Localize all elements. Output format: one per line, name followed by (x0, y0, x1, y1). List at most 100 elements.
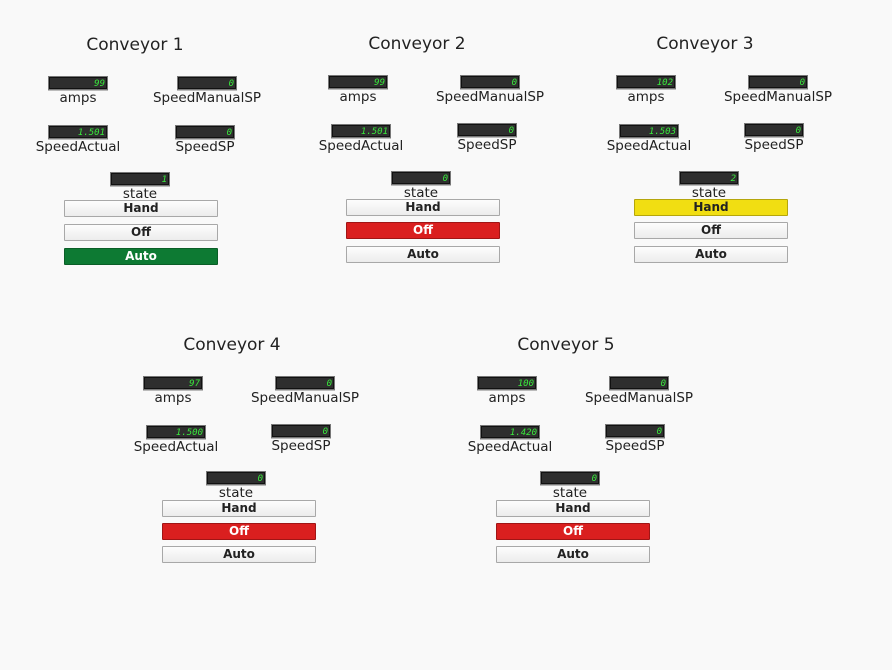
speed-actual-label: SpeedActual (318, 138, 404, 154)
amps-label: amps (59, 90, 97, 106)
auto-button[interactable]: Auto (64, 248, 218, 265)
speed-sp-display: 0 (605, 424, 665, 438)
conveyor-title: Conveyor 4 (183, 335, 281, 355)
state-display: 0 (540, 471, 600, 485)
speed-actual-meter: 1.501 SpeedActual (306, 119, 416, 154)
state-meter: 1 state (85, 167, 195, 202)
speed-actual-display: 1.500 (146, 425, 206, 439)
speed-sp-meter: 0 SpeedSP (432, 118, 542, 153)
state-meter: 0 state (515, 466, 625, 501)
speed-manual-sp-meter[interactable]: 0 SpeedManualSP (723, 70, 833, 105)
amps-label: amps (488, 390, 526, 406)
off-button[interactable]: Off (64, 224, 218, 241)
state-label: state (552, 485, 588, 501)
speed-manual-sp-display[interactable]: 0 (275, 376, 335, 390)
state-display: 0 (391, 171, 451, 185)
conveyor-panel-2: Conveyor 2 99 amps 0 SpeedManualSP 1.501… (287, 33, 547, 273)
amps-display: 99 (328, 75, 388, 89)
amps-label: amps (154, 390, 192, 406)
conveyor-panel-1: Conveyor 1 99 amps 0 SpeedManualSP 1.501… (5, 34, 265, 274)
amps-display: 99 (48, 76, 108, 90)
conveyor-panel-3: Conveyor 3 102 amps 0 SpeedManualSP 1.50… (575, 33, 835, 273)
amps-display: 100 (477, 376, 537, 390)
speed-actual-display: 1.420 (480, 425, 540, 439)
speed-manual-sp-display[interactable]: 0 (609, 376, 669, 390)
speed-manual-sp-meter[interactable]: 0 SpeedManualSP (435, 70, 545, 105)
speed-sp-display: 0 (271, 424, 331, 438)
speed-manual-sp-meter[interactable]: 0 SpeedManualSP (584, 371, 694, 406)
speed-manual-sp-label: SpeedManualSP (723, 89, 833, 105)
hand-button[interactable]: Hand (162, 500, 316, 517)
speed-manual-sp-label: SpeedManualSP (250, 390, 360, 406)
speed-sp-label: SpeedSP (744, 137, 804, 153)
off-button[interactable]: Off (346, 222, 500, 239)
speed-manual-sp-label: SpeedManualSP (435, 89, 545, 105)
speed-actual-label: SpeedActual (133, 439, 219, 455)
speed-manual-sp-label: SpeedManualSP (152, 90, 262, 106)
amps-display: 102 (616, 75, 676, 89)
speed-manual-sp-meter[interactable]: 0 SpeedManualSP (250, 371, 360, 406)
conveyor-title: Conveyor 2 (368, 34, 466, 54)
off-button[interactable]: Off (162, 523, 316, 540)
speed-actual-meter: 1.420 SpeedActual (455, 420, 565, 455)
amps-label: amps (339, 89, 377, 105)
state-meter: 0 state (366, 166, 476, 201)
speed-actual-label: SpeedActual (606, 138, 692, 154)
speed-sp-display: 0 (457, 123, 517, 137)
speed-actual-label: SpeedActual (467, 439, 553, 455)
speed-sp-label: SpeedSP (175, 139, 235, 155)
speed-manual-sp-display[interactable]: 0 (460, 75, 520, 89)
speed-manual-sp-display[interactable]: 0 (748, 75, 808, 89)
auto-button[interactable]: Auto (346, 246, 500, 263)
speed-actual-display: 1.501 (331, 124, 391, 138)
state-label: state (218, 485, 254, 501)
auto-button[interactable]: Auto (496, 546, 650, 563)
speed-sp-label: SpeedSP (457, 137, 517, 153)
state-meter: 2 state (654, 166, 764, 201)
state-display: 0 (206, 471, 266, 485)
state-label: state (403, 185, 439, 201)
conveyor-panel-5: Conveyor 5 100 amps 0 SpeedManualSP 1.42… (436, 334, 696, 574)
amps-meter: 99 amps (303, 70, 413, 105)
amps-label: amps (627, 89, 665, 105)
hand-button[interactable]: Hand (496, 500, 650, 517)
speed-actual-display: 1.503 (619, 124, 679, 138)
conveyor-title: Conveyor 5 (517, 335, 615, 355)
speed-sp-meter: 0 SpeedSP (580, 419, 690, 454)
speed-sp-display: 0 (175, 125, 235, 139)
conveyor-title: Conveyor 1 (86, 35, 184, 55)
off-button[interactable]: Off (634, 222, 788, 239)
hand-button[interactable]: Hand (346, 199, 500, 216)
conveyor-title: Conveyor 3 (656, 34, 754, 54)
auto-button[interactable]: Auto (162, 546, 316, 563)
amps-meter: 99 amps (23, 71, 133, 106)
speed-sp-label: SpeedSP (605, 438, 665, 454)
speed-manual-sp-display[interactable]: 0 (177, 76, 237, 90)
speed-sp-display: 0 (744, 123, 804, 137)
speed-sp-meter: 0 SpeedSP (246, 419, 356, 454)
state-meter: 0 state (181, 466, 291, 501)
amps-meter: 102 amps (591, 70, 701, 105)
state-label: state (691, 185, 727, 201)
off-button[interactable]: Off (496, 523, 650, 540)
speed-actual-meter: 1.500 SpeedActual (121, 420, 231, 455)
speed-actual-display: 1.501 (48, 125, 108, 139)
amps-display: 97 (143, 376, 203, 390)
state-display: 1 (110, 172, 170, 186)
speed-sp-meter: 0 SpeedSP (719, 118, 829, 153)
speed-manual-sp-label: SpeedManualSP (584, 390, 694, 406)
speed-actual-label: SpeedActual (35, 139, 121, 155)
state-label: state (122, 186, 158, 202)
speed-sp-label: SpeedSP (271, 438, 331, 454)
hand-button[interactable]: Hand (634, 199, 788, 216)
speed-actual-meter: 1.501 SpeedActual (23, 120, 133, 155)
conveyor-panel-4: Conveyor 4 97 amps 0 SpeedManualSP 1.500… (102, 334, 362, 574)
auto-button[interactable]: Auto (634, 246, 788, 263)
state-display: 2 (679, 171, 739, 185)
hand-button[interactable]: Hand (64, 200, 218, 217)
amps-meter: 100 amps (452, 371, 562, 406)
speed-sp-meter: 0 SpeedSP (150, 120, 260, 155)
speed-manual-sp-meter[interactable]: 0 SpeedManualSP (152, 71, 262, 106)
speed-actual-meter: 1.503 SpeedActual (594, 119, 704, 154)
amps-meter: 97 amps (118, 371, 228, 406)
